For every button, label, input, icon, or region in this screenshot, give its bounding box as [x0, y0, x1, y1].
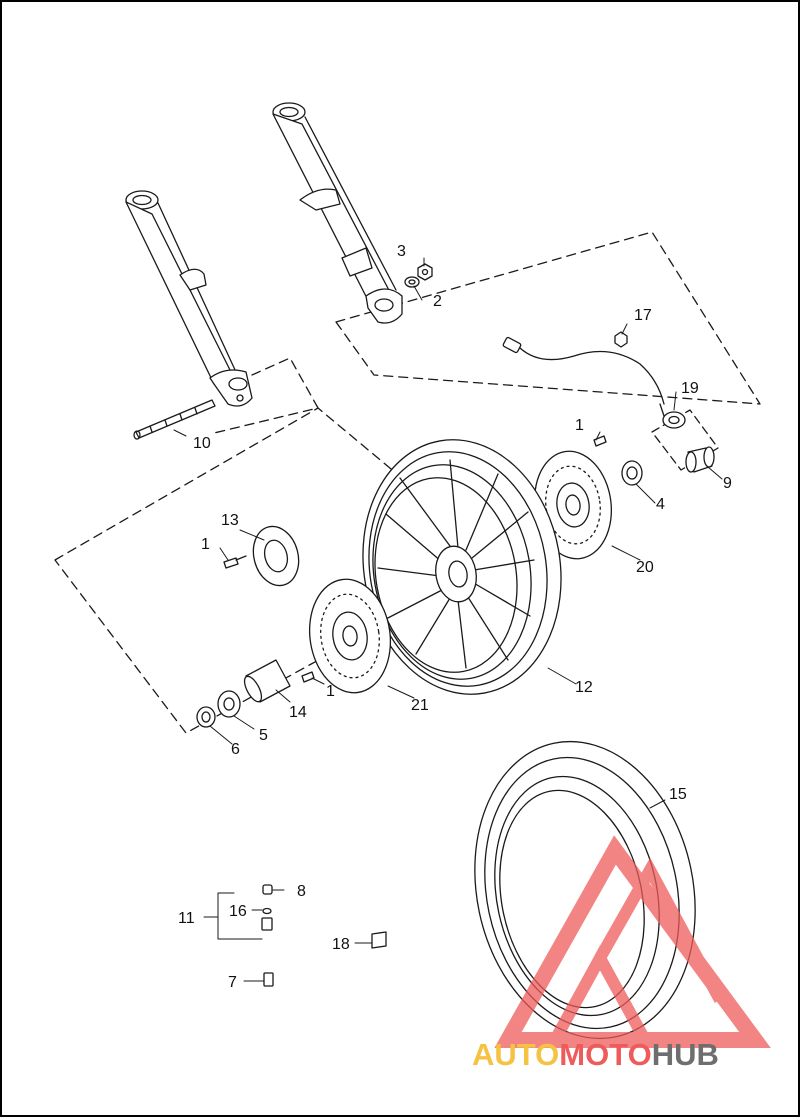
leader-lines — [173, 257, 723, 982]
screw-upper-left — [223, 555, 247, 569]
callout-7: 7 — [228, 974, 237, 991]
valve-cap — [262, 884, 273, 895]
dashed-group-fork-right — [335, 231, 761, 405]
callout-17: 17 — [634, 307, 652, 324]
callout-20: 20 — [636, 559, 654, 576]
callout-1-upper-right: 1 — [575, 417, 584, 434]
screw-rotor-right — [593, 435, 607, 447]
callout-5: 5 — [259, 727, 268, 744]
spacer-left — [196, 706, 216, 728]
watermark-moto: MOTO — [559, 1037, 651, 1072]
bearing-right — [621, 460, 643, 486]
callout-16: 16 — [229, 903, 247, 920]
hub-adapter-plate — [252, 525, 300, 587]
callout-9: 9 — [723, 475, 732, 492]
callout-11: 11 — [178, 910, 195, 927]
watermark-logo — [494, 835, 771, 1048]
valve-o-ring — [262, 907, 272, 915]
screw-rotor-left — [301, 671, 315, 683]
callout-21: 21 — [411, 697, 429, 714]
speed-sensor-cable — [502, 331, 686, 429]
callout-4: 4 — [656, 496, 665, 513]
callout-15: 15 — [669, 786, 687, 803]
callout-14: 14 — [289, 704, 307, 721]
fork-slider-left — [125, 190, 253, 407]
watermark-hub: HUB — [652, 1037, 719, 1072]
valve-stem — [261, 917, 273, 931]
callout-3: 3 — [397, 243, 406, 260]
front-wheel — [362, 439, 562, 695]
warning-label — [371, 931, 387, 949]
callout-13: 13 — [221, 512, 239, 529]
callout-1-lower: 1 — [326, 683, 335, 700]
watermark-wordmark: AUTOMOTOHUB — [472, 1037, 719, 1072]
dashed-group-fork-left — [213, 357, 319, 434]
callout-18: 18 — [332, 936, 350, 953]
callout-8: 8 — [297, 883, 306, 900]
callout-1-left: 1 — [201, 536, 210, 553]
axle-spacer — [243, 659, 291, 703]
axle — [133, 399, 216, 440]
washer — [404, 276, 420, 288]
valve-stem-alt — [263, 972, 274, 987]
callout-2: 2 — [433, 293, 442, 310]
watermark-auto: AUTO — [472, 1037, 559, 1072]
brake-rotor-left — [308, 578, 392, 694]
spacer-right — [685, 446, 715, 473]
callout-19: 19 — [681, 380, 699, 397]
callout-12: 12 — [575, 679, 593, 696]
callout-6: 6 — [231, 741, 240, 758]
nut — [417, 263, 433, 281]
bearing-left — [217, 690, 241, 718]
fork-slider-right — [272, 102, 403, 324]
callout-10: 10 — [193, 435, 211, 452]
